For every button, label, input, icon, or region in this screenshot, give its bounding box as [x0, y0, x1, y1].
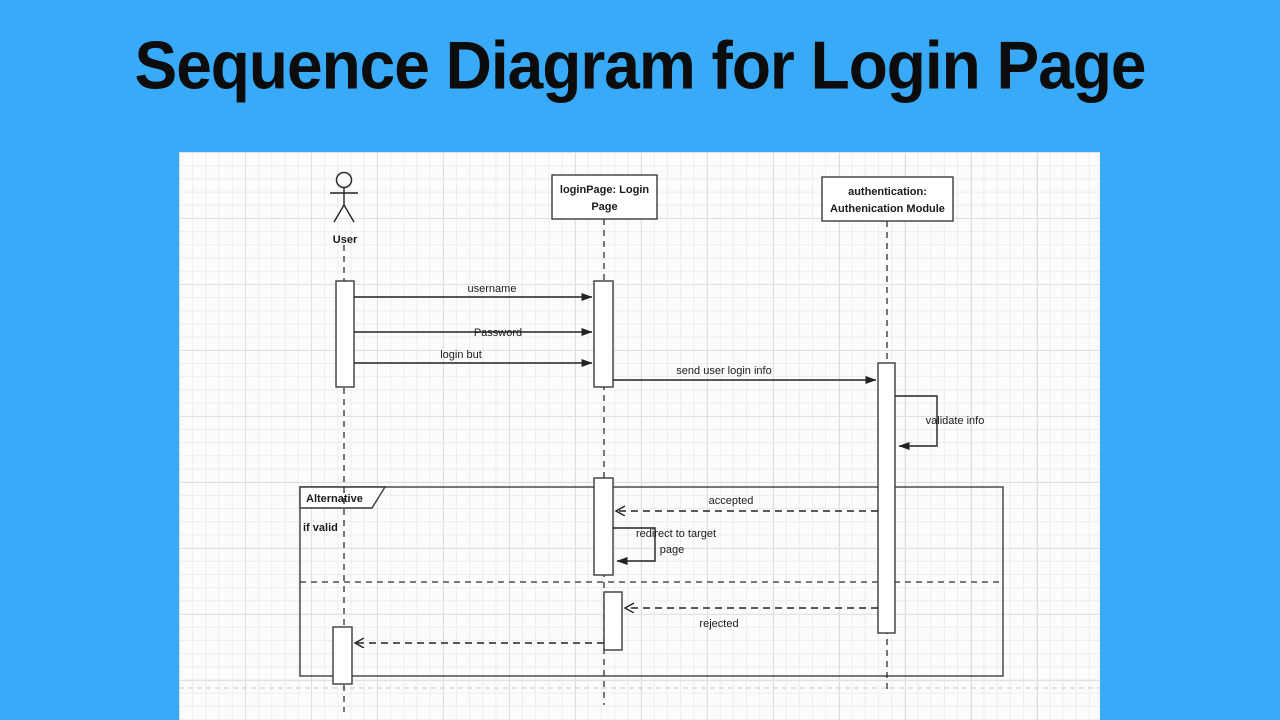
object-loginpage: loginPage: Login Page: [551, 174, 658, 220]
diagram-canvas: Alternative if valid User: [179, 152, 1100, 720]
activation-loginpage-2: [593, 477, 614, 576]
message-password: Password: [354, 327, 593, 339]
message-validate-info: validate info: [895, 395, 985, 450]
object-loginpage-box: [551, 174, 658, 220]
message-send-login-info-label: send user login info: [676, 365, 771, 377]
object-loginpage-label-line1: loginPage: Login: [560, 184, 649, 196]
alternative-frame-label: Alternative: [306, 493, 363, 505]
alternative-frame: Alternative if valid: [299, 486, 1004, 677]
message-login-button-label: login but: [440, 349, 482, 361]
message-send-login-info: send user login info: [613, 365, 877, 384]
message-login-button: login but: [354, 349, 593, 367]
message-rejected-label: rejected: [699, 618, 738, 630]
object-authentication-box: [821, 176, 954, 222]
activation-authentication: [877, 362, 896, 634]
actor-user-label: User: [333, 234, 358, 246]
message-accepted-label: accepted: [709, 495, 754, 507]
message-accepted: accepted: [616, 495, 878, 511]
activation-user-1: [335, 280, 355, 388]
message-validate-info-arrow: [895, 395, 938, 450]
sequence-diagram: Alternative if valid User: [179, 171, 1100, 712]
alternative-guard-label: if valid: [303, 522, 338, 534]
object-authentication-label-line1: authentication:: [848, 186, 927, 198]
message-username: username: [354, 283, 593, 301]
message-redirect-label-line1: redirect to target: [636, 528, 716, 540]
message-redirect-label-line2: page: [660, 544, 684, 556]
message-username-label: username: [468, 283, 517, 295]
alternative-frame-tab: [299, 486, 387, 509]
message-password-label: Password: [474, 327, 522, 339]
activation-loginpage-1: [593, 280, 614, 388]
object-authentication-label-line2: Authenication Module: [830, 203, 945, 215]
page-title: Sequence Diagram for Login Page: [134, 26, 1147, 104]
object-loginpage-label-line2: Page: [591, 201, 617, 213]
activation-user-2: [332, 626, 353, 685]
object-authentication: authentication: Authenication Module: [821, 176, 954, 222]
activation-loginpage-3: [603, 591, 623, 651]
message-redirect: redirect to target page: [613, 527, 716, 565]
message-validate-info-label: validate info: [926, 415, 985, 427]
message-rejected: rejected: [625, 608, 878, 630]
message-redirect-arrow: [613, 527, 656, 565]
actor-user: User: [330, 171, 358, 246]
stick-figure-icon: [330, 171, 358, 223]
